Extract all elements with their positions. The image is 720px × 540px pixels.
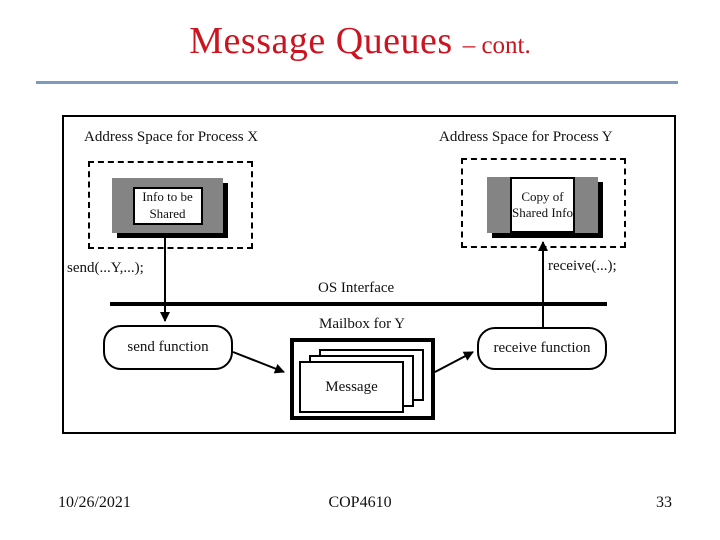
footer-date: 10/26/2021 <box>58 494 131 511</box>
receive-call-label: receive(...); <box>548 258 617 274</box>
mailbox-label: Mailbox for Y <box>319 316 406 332</box>
shared-info-box-x-inner: Info to be Shared <box>132 186 203 225</box>
address-space-x-label: Address Space for Process X <box>84 129 259 145</box>
address-space-x-boundary <box>88 161 253 249</box>
send-call-label: send(...Y,...); <box>67 260 144 276</box>
shared-info-box-y-inner: Copy of Shared Info <box>510 177 575 233</box>
shared-info-box-x: Info to be Shared <box>112 178 223 233</box>
diagram-frame: Address Space for Process X Info to be S… <box>62 115 676 434</box>
shared-info-box-x-label: Info to be Shared <box>142 189 193 221</box>
message-label: Message <box>325 378 378 395</box>
arrow-mailbox-to-receive-function <box>434 351 474 373</box>
send-function-box: send function <box>103 325 233 370</box>
receive-function-label: receive function <box>493 340 591 356</box>
title-main-text: Message Queues <box>189 20 453 62</box>
send-function-label: send function <box>127 339 209 355</box>
shared-info-box-y-label: Copy of Shared Info <box>512 188 574 220</box>
arrow-send-function-to-mailbox <box>232 351 285 374</box>
footer-page-number: 33 <box>656 494 672 511</box>
receive-function-box: receive function <box>477 327 607 370</box>
address-space-y-label: Address Space for Process Y <box>439 129 613 145</box>
shared-info-box-y: Copy of Shared Info <box>487 177 598 233</box>
title-suffix-text: – cont. <box>462 32 531 59</box>
mailbox-box: Message <box>290 338 435 420</box>
footer-course: COP4610 <box>328 494 392 511</box>
title-rule <box>36 81 678 84</box>
message-box-front: Message <box>299 361 404 413</box>
os-interface-line <box>110 302 607 306</box>
os-interface-label: OS Interface <box>318 280 395 296</box>
page-title: Message Queues – cont. <box>0 22 720 60</box>
